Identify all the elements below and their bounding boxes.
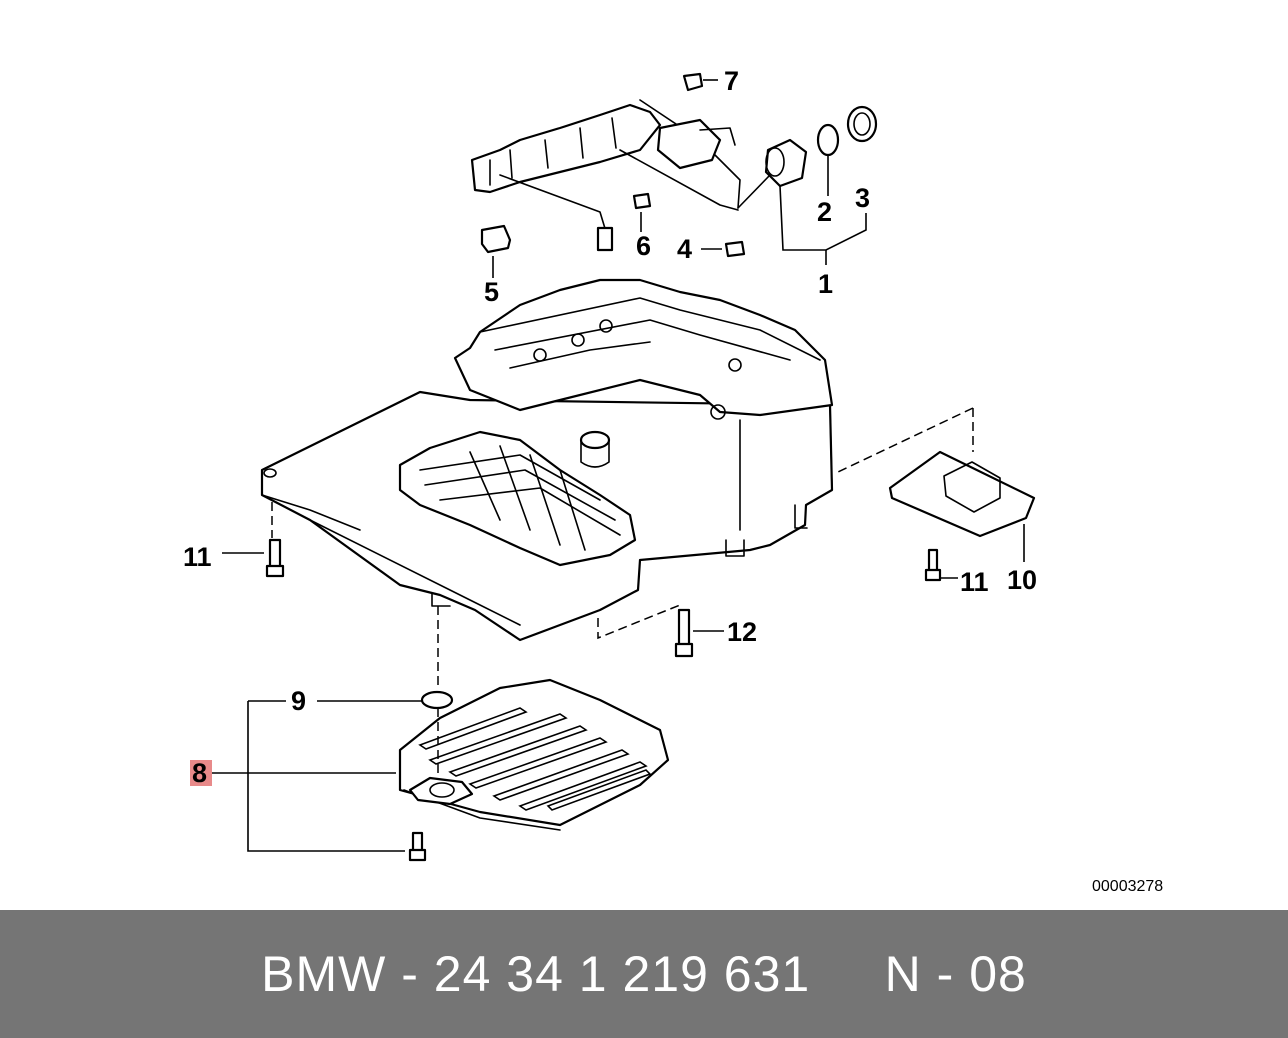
wiring-harness <box>470 99 771 252</box>
o-ring-seal <box>816 123 840 157</box>
screw-part-11-left <box>265 538 285 578</box>
callout-9: 9 <box>291 686 306 716</box>
callout-10: 10 <box>1007 565 1037 595</box>
clip-part-5 <box>480 224 512 254</box>
oil-filter-screen <box>398 678 670 831</box>
connector-plug <box>764 138 808 188</box>
screw-part-12 <box>674 608 694 658</box>
callout-8-highlight <box>190 760 212 786</box>
callout-5: 5 <box>484 277 499 307</box>
callout-1: 1 <box>818 269 833 299</box>
part-number-banner: BMW - 24 34 1 219 631 N - 08 <box>0 910 1288 1038</box>
callout-7: 7 <box>724 66 739 96</box>
drawing-number: 00003278 <box>1092 878 1163 895</box>
callout-2: 2 <box>817 197 832 227</box>
o-ring-part-9 <box>420 690 454 710</box>
screw-part-11-right <box>924 548 942 582</box>
clip-part-4 <box>724 240 746 258</box>
parts-diagram: 7 2 3 6 4 5 1 11 11 10 12 9 8 00003278 <box>183 66 1163 895</box>
threaded-nut <box>846 105 878 143</box>
valve-body <box>260 278 834 642</box>
callout-4: 4 <box>677 234 692 264</box>
part-number-text: BMW - 24 34 1 219 631 N - 08 <box>261 946 1027 1002</box>
callout-6: 6 <box>636 231 651 261</box>
clip-part-7 <box>682 72 704 92</box>
screw-filter <box>408 831 427 862</box>
callout-11-right: 11 <box>960 567 989 597</box>
callout-8: 8 <box>192 758 207 788</box>
callout-12: 12 <box>727 617 757 647</box>
callout-3: 3 <box>855 183 870 213</box>
gasket-plate <box>888 450 1036 538</box>
clip-part-6 <box>632 192 652 210</box>
callout-11-left: 11 <box>183 542 212 572</box>
